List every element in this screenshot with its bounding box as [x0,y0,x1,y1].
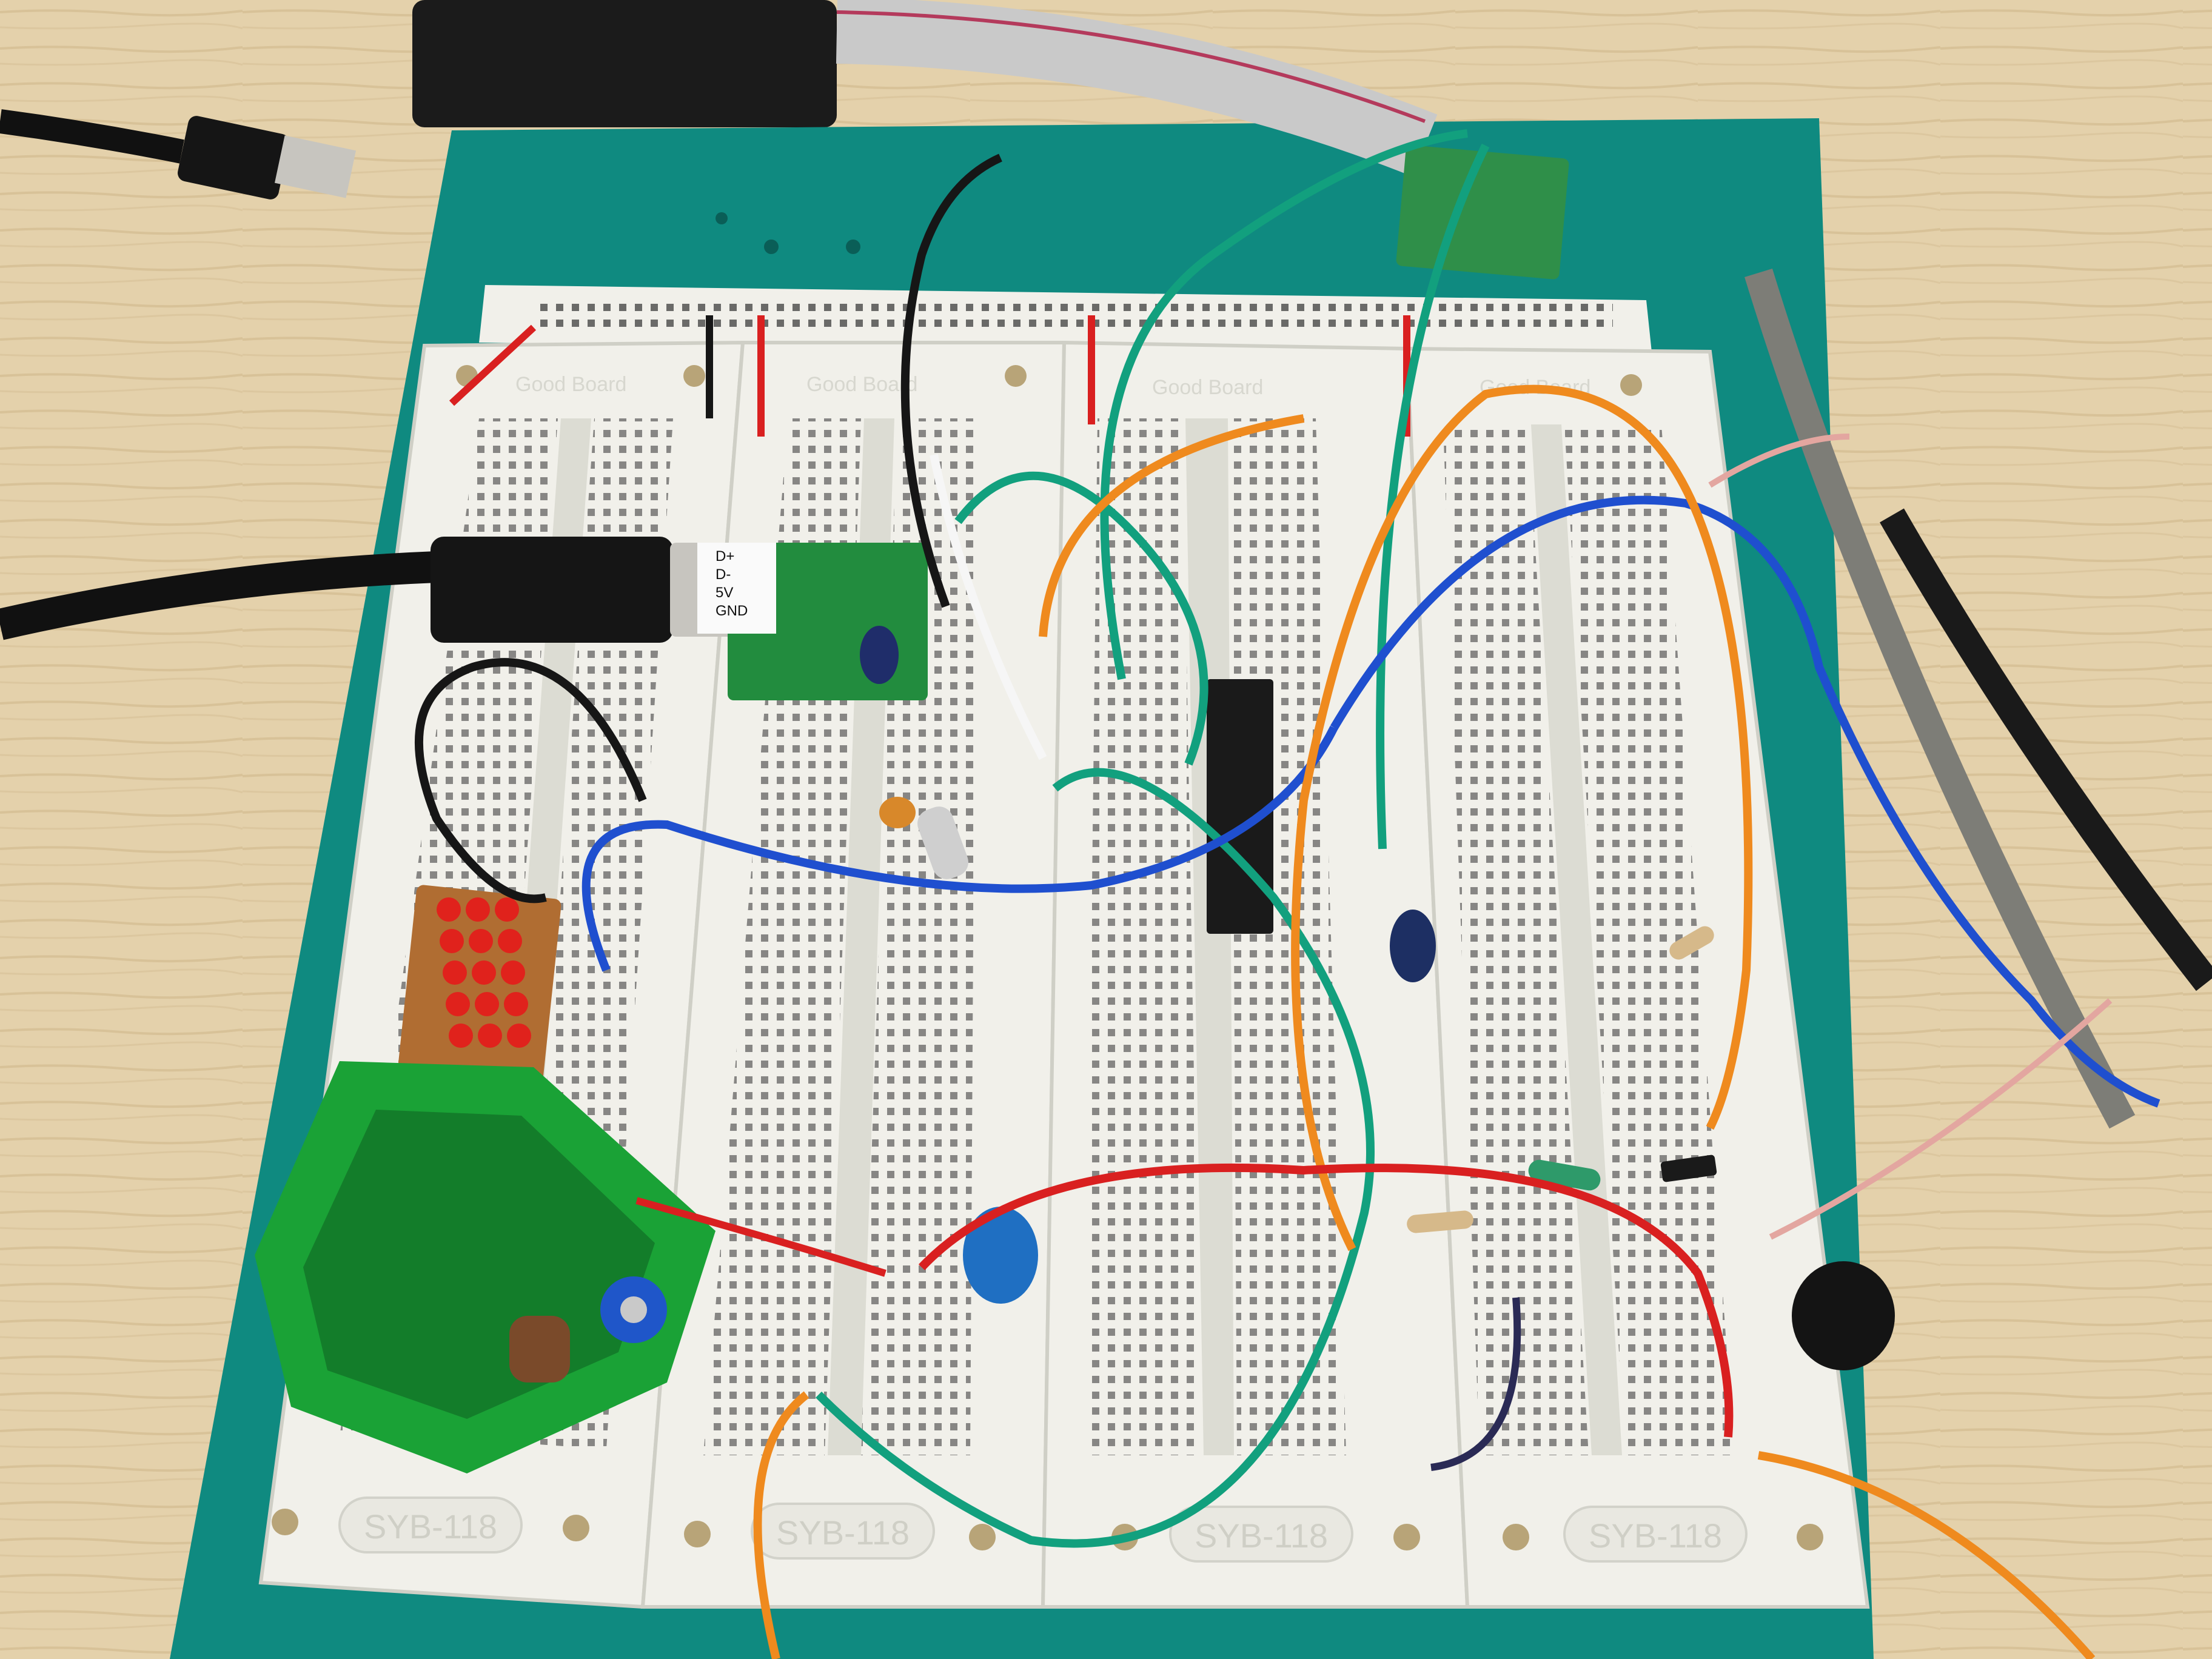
screw [563,1515,589,1541]
small-programmer-pcb [1396,145,1569,280]
usb-pin-label: GND [716,603,748,619]
usb-cable-top [0,109,184,164]
usb-b-plug [431,537,673,643]
electrolytic-capacitor [860,626,899,684]
screw [1005,365,1027,387]
red-led [504,992,528,1016]
board-bottom-label: SYB-118 [776,1513,910,1552]
red-led [478,1024,502,1048]
red-led [498,929,522,953]
capacitor-large [1792,1261,1895,1370]
red-led [469,929,493,953]
label-plate [1169,1506,1353,1563]
usb-b-metal-top [274,135,357,198]
ribbon-cable [836,0,1438,177]
usb-pin-label: D- [716,566,731,583]
ribbon-cable-stripe [836,10,1426,123]
crystal-oscillator [917,806,968,879]
diode [1660,1155,1717,1182]
capacitor-blue [963,1207,1038,1304]
microcontroller-dip-chip [1207,679,1273,934]
center-channel [1185,418,1234,1455]
usb-cable [0,551,438,640]
rail-holes [534,303,1613,327]
board-bottom-label: SYB-118 [1589,1517,1722,1555]
resistor [1407,1210,1473,1233]
label-plate [1563,1506,1748,1563]
red-led [443,960,467,985]
red-led [501,960,525,985]
screw [1393,1524,1420,1550]
hole-field [1443,424,1589,1455]
board-top-label: Good Board [1152,376,1263,399]
base-hole [846,240,860,254]
red-led [446,992,470,1016]
red-led [466,897,490,922]
black-enclosure [412,0,837,127]
capacitor-dark [1390,910,1436,982]
hole-field [1231,418,1346,1455]
base-hole [716,212,728,224]
usb-pin-label: D+ [716,548,734,565]
ceramic-capacitor [879,797,916,828]
screw [272,1509,298,1535]
board-bottom-label: SYB-118 [364,1507,497,1546]
screw [969,1524,996,1550]
red-led [472,960,496,985]
inductor-coil [509,1316,570,1382]
red-led [449,1024,473,1048]
oscilloscope-probe [1880,508,2212,991]
oscilloscope-probe [1744,268,2136,1129]
screw [684,1521,711,1547]
usb-pin-label: 5V [716,585,733,601]
red-led [437,897,461,922]
red-led [495,897,519,922]
base-hole [764,240,779,254]
usb-b-plug-top [178,116,289,199]
jumper-wires [414,129,2160,1659]
screw [1797,1524,1823,1550]
hole-field [1564,424,1734,1455]
usb-breakout-label [697,543,776,634]
red-led [440,929,464,953]
board-bottom-label: SYB-118 [1195,1517,1328,1555]
resistor [1669,926,1714,960]
screw [1620,374,1642,396]
board-top-label: Good Board [515,373,626,396]
hole-field [1085,418,1201,1455]
screw [1503,1524,1529,1550]
board-top-label: Good Board [806,373,917,396]
label-plate [338,1496,523,1553]
label-plate [751,1503,935,1560]
red-led [475,992,499,1016]
red-led [507,1024,531,1048]
trimmer-potentiometer-knob [620,1296,647,1323]
screw [683,365,705,387]
